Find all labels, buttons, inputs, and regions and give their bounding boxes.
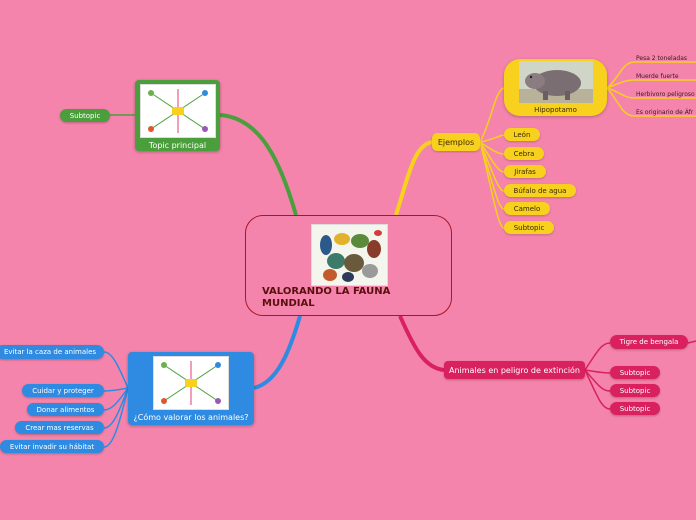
central-topic[interactable]: VALORANDO LA FAUNA MUNDIAL [245,215,452,316]
branch-valorar [253,315,302,390]
hippo-fact[interactable]: Muerde fuerte [636,73,679,80]
valorar-item[interactable]: Evitar la caza de animales [0,345,104,359]
valorar-label: ¿Cómo valorar los animales? [133,413,249,422]
mindmap-thumbnail-icon [139,84,216,138]
hippo-fact[interactable]: Es originario de Áfr [636,109,694,116]
animals-collage-icon [311,224,388,286]
ejemplo-item[interactable]: Jirafas [504,165,546,178]
hippo-fact[interactable]: Herbivoro peligroso [636,91,695,98]
branch-extincion [398,315,445,372]
extincion-item[interactable]: Tigre de bengala [610,335,688,349]
topic-principal-subtopic[interactable]: Subtopic [60,109,110,122]
branch-topic-principal [219,113,298,216]
extincion-item[interactable]: Subtopic [610,384,660,397]
branch-ejemplos [394,140,433,216]
valorar-node[interactable]: ¿Cómo valorar los animales? [128,352,254,425]
valorar-item[interactable]: Donar alimentos [27,403,104,416]
hipopotamo-label: Hipopotamo [534,106,577,114]
valorar-item[interactable]: Crear mas reservas [15,421,104,434]
ejemplo-item[interactable]: Camelo [504,202,550,215]
ejemplo-item[interactable]: Cebra [504,147,544,160]
ejemplos-node[interactable]: Ejemplos [432,133,480,151]
ejemplo-item[interactable]: Subtopic [504,221,554,234]
extincion-node[interactable]: Animales en peligro de extinción [444,361,585,379]
valorar-item[interactable]: Evitar invadir su hábitat [0,440,104,453]
ejemplo-item[interactable]: León [504,128,540,141]
topic-principal-label: Topic principal [148,141,207,150]
hippo-photo-icon [518,61,593,103]
hippo-fact[interactable]: Pesa 2 toneladas [636,55,688,62]
valorar-item[interactable]: Cuidar y proteger [22,384,104,397]
extincion-item[interactable]: Subtopic [610,402,660,415]
mindmap-thumbnail-icon [153,356,229,410]
hipopotamo-node[interactable]: Hipopotamo [504,59,607,116]
ejemplo-item[interactable]: Búfalo de agua [504,184,576,197]
topic-principal-node[interactable]: Topic principal [135,80,220,151]
extincion-item[interactable]: Subtopic [610,366,660,379]
central-title: VALORANDO LA FAUNA MUNDIAL [262,286,391,309]
